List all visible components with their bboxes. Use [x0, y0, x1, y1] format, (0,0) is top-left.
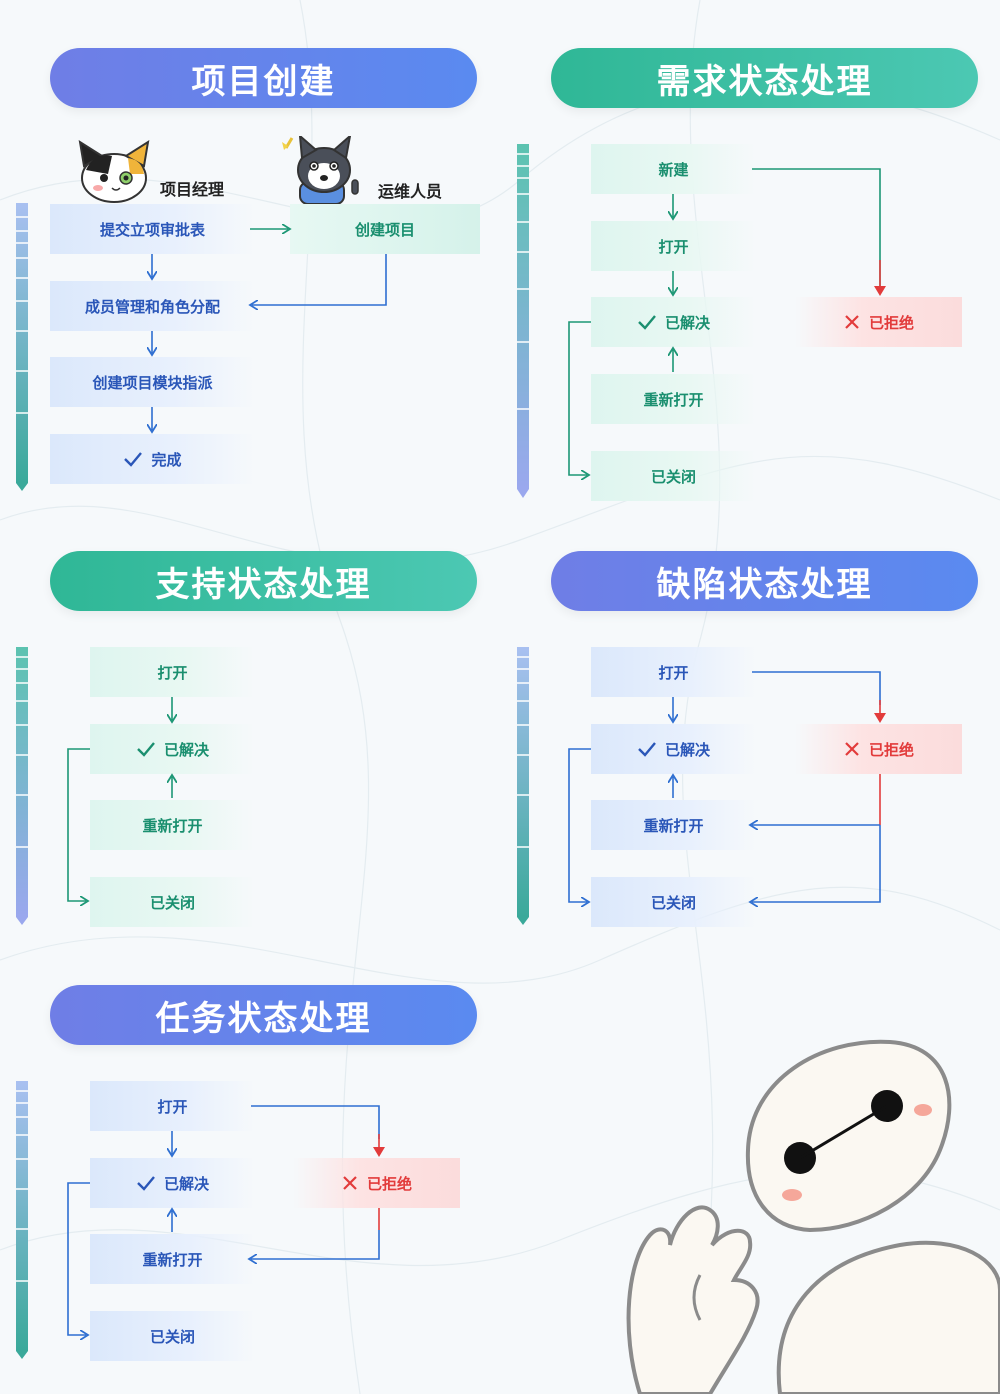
defect-title-text: 缺陷状态处理	[656, 564, 873, 605]
role-ops-engineer: 运维人员	[278, 136, 442, 206]
node-members-label: 成员管理和角色分配	[84, 297, 220, 316]
calico-cat-icon	[78, 139, 150, 203]
task-reopen-label: 重新打开	[142, 1250, 203, 1269]
task-node-reopen: 重新打开	[90, 1234, 255, 1284]
node-submit-approval: 提交立项审批表	[50, 204, 255, 254]
project-title-text: 项目创建	[191, 61, 336, 102]
arrow-open-to-rejected	[752, 671, 881, 705]
task-node-open: 打开	[90, 1081, 255, 1131]
arrow-resolved-to-closed	[67, 1182, 90, 1335]
task-node-closed: 已关闭	[90, 1311, 255, 1361]
cross-icon	[845, 315, 859, 329]
cross-icon	[343, 1176, 357, 1190]
defect-node-rejected: 已拒绝	[795, 724, 962, 774]
task-closed-label: 已关闭	[149, 1327, 195, 1346]
baymax-mascot	[626, 1039, 1000, 1394]
defect-node-closed: 已关闭	[591, 877, 756, 927]
node-assign-modules: 创建项目模块指派	[50, 357, 255, 407]
support-resolved-label: 已解决	[163, 740, 209, 759]
support-side-indicator	[16, 647, 28, 925]
arrow-rejected-to-closed	[752, 825, 881, 902]
support-reopen-label: 重新打开	[142, 816, 203, 835]
demand-node-rejected: 已拒绝	[795, 297, 962, 347]
arrow-resolved-to-closed	[568, 748, 591, 902]
demand-side-indicator	[517, 144, 529, 498]
defect-node-reopen: 重新打开	[591, 800, 756, 850]
demand-node-reopen: 重新打开	[591, 374, 756, 424]
check-icon	[638, 742, 656, 757]
check-icon	[638, 315, 656, 330]
support-open-label: 打开	[157, 663, 188, 682]
demand-node-new: 新建	[591, 144, 756, 194]
node-done-label: 完成	[151, 450, 182, 469]
arrow-create-to-members	[252, 254, 387, 305]
node-create-project: 创建项目	[290, 204, 480, 254]
arrow-resolved-to-closed	[568, 321, 591, 475]
defect-section-title: 缺陷状态处理	[551, 551, 978, 611]
support-node-open: 打开	[90, 647, 255, 697]
role-ops-label: 运维人员	[378, 182, 443, 201]
task-section-title: 任务状态处理	[50, 985, 477, 1045]
node-done: 完成	[50, 434, 255, 484]
node-create-label: 创建项目	[354, 220, 415, 239]
support-section-title: 支持状态处理	[50, 551, 477, 611]
defect-closed-label: 已关闭	[650, 893, 696, 912]
check-icon	[124, 452, 143, 467]
task-side-indicator	[16, 1081, 28, 1359]
role-project-manager: 项目经理	[72, 138, 224, 204]
support-node-resolved: 已解决	[90, 724, 255, 774]
task-node-resolved: 已解决	[90, 1158, 255, 1208]
demand-title-text: 需求状态处理	[656, 61, 873, 102]
demand-open-label: 打开	[658, 237, 689, 256]
demand-node-resolved: 已解决	[591, 297, 756, 347]
defect-resolved-label: 已解决	[664, 740, 710, 759]
defect-side-indicator	[517, 647, 529, 925]
node-modules-label: 创建项目模块指派	[92, 373, 213, 392]
arrow-open-to-rejected	[251, 1105, 380, 1139]
node-member-roles: 成员管理和角色分配	[50, 281, 255, 331]
demand-node-closed: 已关闭	[591, 451, 756, 501]
arrow-new-to-rejected	[752, 168, 881, 293]
defect-reopen-label: 重新打开	[643, 816, 704, 835]
role-manager-label: 项目经理	[160, 180, 225, 199]
demand-node-open: 打开	[591, 221, 756, 271]
defect-node-open: 打开	[591, 647, 756, 697]
support-closed-label: 已关闭	[149, 893, 195, 912]
defect-node-resolved: 已解决	[591, 724, 756, 774]
project-section-title: 项目创建	[50, 48, 477, 108]
check-icon	[137, 1176, 155, 1191]
arrow-resolved-to-closed	[67, 748, 90, 901]
task-resolved-label: 已解决	[163, 1174, 209, 1193]
cross-icon	[845, 742, 859, 756]
task-open-label: 打开	[157, 1097, 188, 1116]
support-title-text: 支持状态处理	[155, 564, 372, 605]
node-submit-label: 提交立项审批表	[99, 220, 205, 239]
demand-rejected-label: 已拒绝	[868, 313, 914, 332]
support-node-reopen: 重新打开	[90, 800, 255, 850]
defect-rejected-label: 已拒绝	[868, 740, 914, 759]
check-icon	[137, 742, 155, 757]
task-rejected-label: 已拒绝	[366, 1174, 412, 1193]
project-side-indicator	[16, 203, 28, 491]
arrow-rejected-to-reopen	[251, 1230, 380, 1259]
demand-resolved-label: 已解决	[664, 313, 710, 332]
demand-closed-label: 已关闭	[650, 467, 696, 486]
task-node-rejected: 已拒绝	[293, 1158, 460, 1208]
demand-section-title: 需求状态处理	[551, 48, 978, 108]
defect-open-label: 打开	[658, 663, 689, 682]
demand-new-label: 新建	[658, 160, 689, 179]
husky-dog-icon	[282, 136, 359, 205]
support-node-closed: 已关闭	[90, 877, 255, 927]
task-title-text: 任务状态处理	[155, 998, 372, 1039]
demand-reopen-label: 重新打开	[643, 390, 704, 409]
